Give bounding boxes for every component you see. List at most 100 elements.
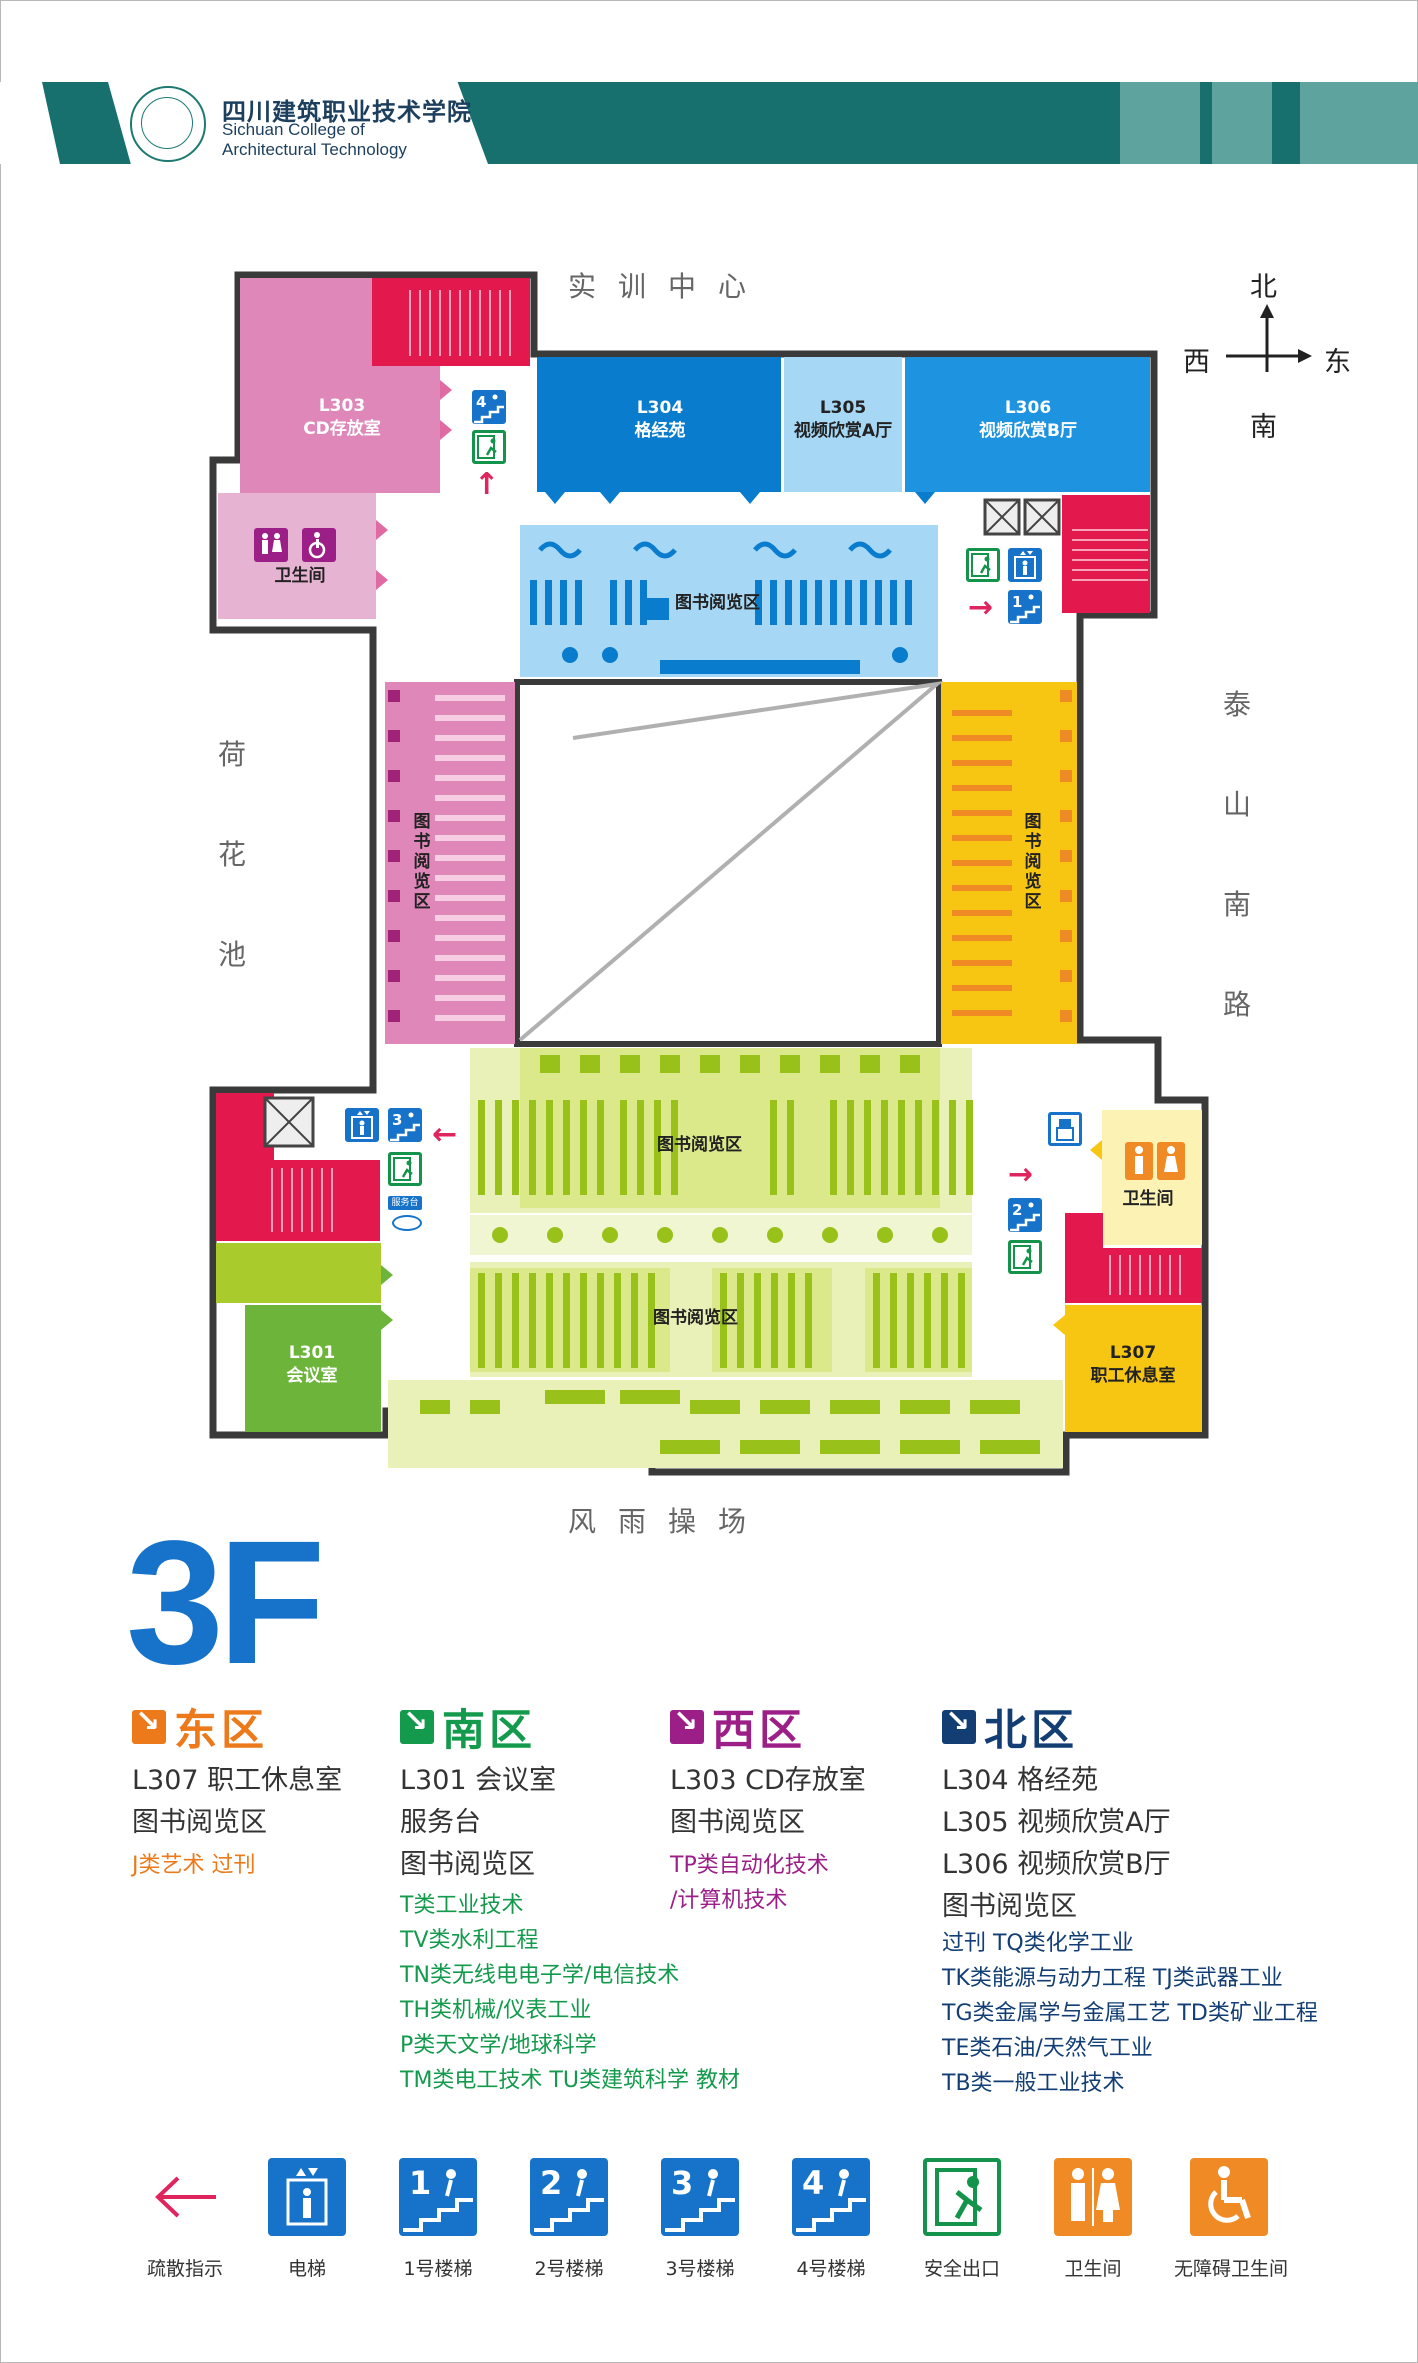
stair-4-icon: 4 bbox=[792, 2158, 870, 2236]
room-l303-name: CD存放室 bbox=[303, 419, 381, 439]
zone-sub: TV类水利工程 bbox=[400, 1928, 539, 1953]
room-l301: L301 会议室 bbox=[252, 1342, 372, 1388]
stair-1-icon: 1 bbox=[399, 2158, 477, 2236]
arrow-icon bbox=[400, 1704, 434, 1744]
zone-north-subs: 过刊 TQ类化学工业 TK类能源与动力工程 TJ类武器工业 TG类金属学与金属工… bbox=[942, 1926, 1318, 2101]
zone-south-subs: T类工业技术 TV类水利工程 TN类无线电电子学/电信技术 TH类机械/仪表工业… bbox=[400, 1888, 740, 2098]
legend-toilet: 卫生间 bbox=[1043, 2158, 1143, 2281]
zone-west-heading: 西区 bbox=[670, 1696, 806, 1758]
elevator-icon bbox=[1008, 548, 1042, 582]
room-l301-name: 会议室 bbox=[286, 1366, 338, 1386]
legend-stair-4: 4 4号楼梯 bbox=[781, 2158, 881, 2281]
exit-icon bbox=[1008, 1240, 1042, 1274]
svg-text:4: 4 bbox=[476, 393, 486, 411]
stair-3-icon: 3 bbox=[388, 1108, 422, 1142]
room-l306: L306 视频欣赏B厅 bbox=[948, 397, 1108, 443]
compass-cross-icon bbox=[1226, 304, 1312, 372]
zone-east-heading: 东区 bbox=[132, 1696, 268, 1758]
room-l303-code: L303 bbox=[318, 396, 366, 416]
stair-1-icon: 1 bbox=[1008, 590, 1042, 624]
north-neighbor-label: 实训中心 bbox=[568, 270, 769, 303]
zone-west-title: 西区 bbox=[712, 1706, 806, 1756]
zone-sub: J类艺术 过刊 bbox=[132, 1853, 256, 1878]
zone-line: L307 职工休息室 bbox=[132, 1765, 343, 1796]
stair-2-icon: 2 bbox=[1008, 1198, 1042, 1232]
header-stripe bbox=[1120, 82, 1200, 164]
reading-area-west: 图书阅览区 bbox=[413, 812, 431, 912]
room-l305-name: 视频欣赏A厅 bbox=[793, 421, 893, 441]
evacuation-arrow-icon: → bbox=[968, 590, 994, 625]
accessible-toilet-icon bbox=[302, 528, 336, 562]
zone-south-lines: L301 会议室 服务台 图书阅览区 bbox=[400, 1760, 556, 1886]
stair-3-icon: 3 bbox=[661, 2158, 739, 2236]
compass-south: 南 bbox=[1250, 412, 1277, 443]
room-l306-name: 视频欣赏B厅 bbox=[979, 421, 1077, 441]
service-desk-sign: 服务台 bbox=[388, 1196, 422, 1210]
room-l301-code: L301 bbox=[288, 1343, 336, 1363]
zone-line: 服务台 bbox=[400, 1807, 481, 1838]
zone-sub: TP类自动化技术 bbox=[670, 1853, 829, 1878]
zone-sub: TH类机械/仪表工业 bbox=[400, 1998, 592, 2023]
zone-north-title: 北区 bbox=[984, 1706, 1078, 1756]
legend-stair-3: 3 3号楼梯 bbox=[650, 2158, 750, 2281]
legend-label: 疏散指示 bbox=[146, 2258, 223, 2280]
reading-area-north: 图书阅览区 bbox=[675, 593, 760, 613]
room-l307-name: 职工休息室 bbox=[1090, 1366, 1176, 1386]
exit-icon bbox=[923, 2158, 1001, 2236]
evacuation-arrow-icon: ↑ bbox=[474, 467, 500, 502]
zone-east-lines: L307 职工休息室 图书阅览区 bbox=[132, 1760, 342, 1844]
exit-icon bbox=[966, 548, 1000, 582]
toilet-icon bbox=[254, 528, 288, 562]
zone-sub: TE类石油/天然气工业 bbox=[942, 2036, 1153, 2061]
zone-sub: 过刊 TQ类化学工业 bbox=[942, 1931, 1134, 1956]
reading-area-east: 图书阅览区 bbox=[1024, 812, 1042, 912]
exit-icon bbox=[388, 1152, 422, 1186]
floor-number: 3F bbox=[126, 1505, 325, 1701]
room-l304-code: L304 bbox=[636, 398, 684, 418]
arrow-icon bbox=[670, 1704, 704, 1744]
zone-sub: TM类电工技术 TU类建筑科学 教材 bbox=[400, 2068, 740, 2093]
stair-4-icon: 4 bbox=[472, 390, 506, 424]
school-name-en-2: Architectural Technology bbox=[222, 140, 407, 159]
legend-elevator: 电梯 bbox=[257, 2158, 357, 2281]
school-seal-logo bbox=[130, 86, 206, 162]
toilet-se-label: 卫生间 bbox=[1122, 1189, 1174, 1209]
zone-east-subs: J类艺术 过刊 bbox=[132, 1848, 255, 1883]
elevator-icon bbox=[268, 2158, 346, 2236]
south-neighbor-label: 风雨操场 bbox=[568, 1505, 769, 1538]
zone-north-heading: 北区 bbox=[942, 1696, 1078, 1758]
zone-line: L305 视频欣赏A厅 bbox=[942, 1807, 1171, 1838]
legend-accessible-toilet: 无障碍卫生间 bbox=[1174, 2158, 1288, 2281]
zone-line: L304 格经苑 bbox=[942, 1765, 1099, 1796]
zone-north-lines: L304 格经苑 L305 视频欣赏A厅 L306 视频欣赏B厅 图书阅览区 bbox=[942, 1760, 1171, 1928]
compass-west: 西 bbox=[1183, 347, 1210, 378]
legend-label: 3号楼梯 bbox=[665, 2258, 735, 2280]
west-neighbor-label: 荷花池 bbox=[217, 738, 246, 971]
room-l307: L307 职工休息室 bbox=[1068, 1342, 1198, 1388]
legend-stair-1: 1 1号楼梯 bbox=[388, 2158, 488, 2281]
svg-text:3: 3 bbox=[392, 1111, 402, 1129]
room-l306-code: L306 bbox=[1004, 398, 1052, 418]
room-l304: L304 格经苑 bbox=[600, 397, 720, 443]
legend-exit: 安全出口 bbox=[912, 2158, 1012, 2281]
zone-east-title: 东区 bbox=[174, 1706, 268, 1756]
zone-line: 图书阅览区 bbox=[942, 1891, 1077, 1922]
zone-sub: TK类能源与动力工程 TJ类武器工业 bbox=[942, 1966, 1283, 1991]
svg-text:1: 1 bbox=[1012, 593, 1022, 611]
compass-north: 北 bbox=[1250, 272, 1277, 303]
zone-sub: TB类一般工业技术 bbox=[942, 2071, 1125, 2096]
elevator-icon bbox=[345, 1108, 379, 1142]
zone-south-title: 南区 bbox=[442, 1706, 536, 1756]
compass-east: 东 bbox=[1324, 347, 1351, 378]
toilet-icon bbox=[1054, 2158, 1132, 2236]
zone-line: L303 CD存放室 bbox=[670, 1765, 866, 1796]
zone-sub: TG类金属学与金属工艺 TD类矿业工程 bbox=[942, 2001, 1318, 2026]
zone-line: L301 会议室 bbox=[400, 1765, 557, 1796]
reading-area-south-upper: 图书阅览区 bbox=[657, 1135, 742, 1155]
zone-sub: TN类无线电电子学/电信技术 bbox=[400, 1963, 680, 1988]
exit-icon bbox=[472, 430, 506, 464]
zone-west-subs: TP类自动化技术 /计算机技术 bbox=[670, 1848, 829, 1918]
svg-text:4: 4 bbox=[802, 2164, 824, 2202]
toilet-icon bbox=[1125, 1142, 1185, 1180]
svg-text:2: 2 bbox=[540, 2164, 562, 2202]
